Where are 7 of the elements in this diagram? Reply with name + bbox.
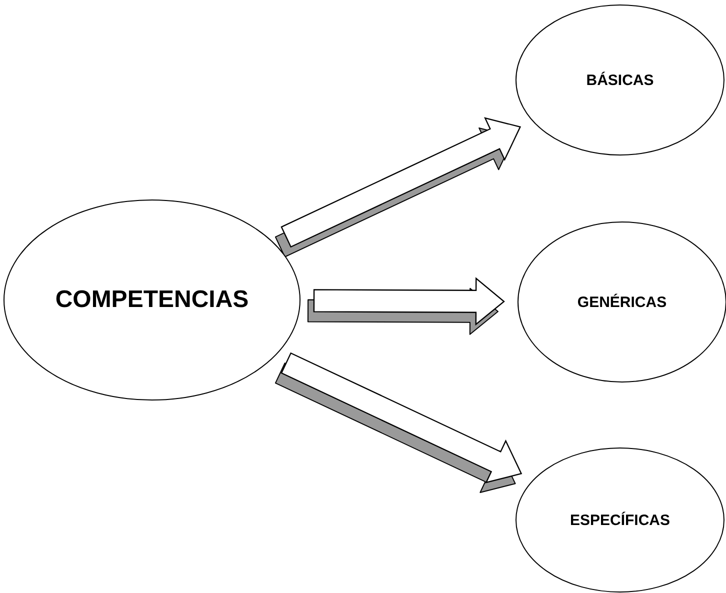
block-arrow <box>274 352 522 493</box>
block-arrow <box>307 277 505 335</box>
node-label: COMPETENCIAS <box>55 286 249 314</box>
node-label: ESPECÍFICAS <box>570 512 670 528</box>
node-label: GENÉRICAS <box>577 294 667 310</box>
block-arrow <box>274 117 522 258</box>
node-label: BÁSICAS <box>586 72 654 88</box>
